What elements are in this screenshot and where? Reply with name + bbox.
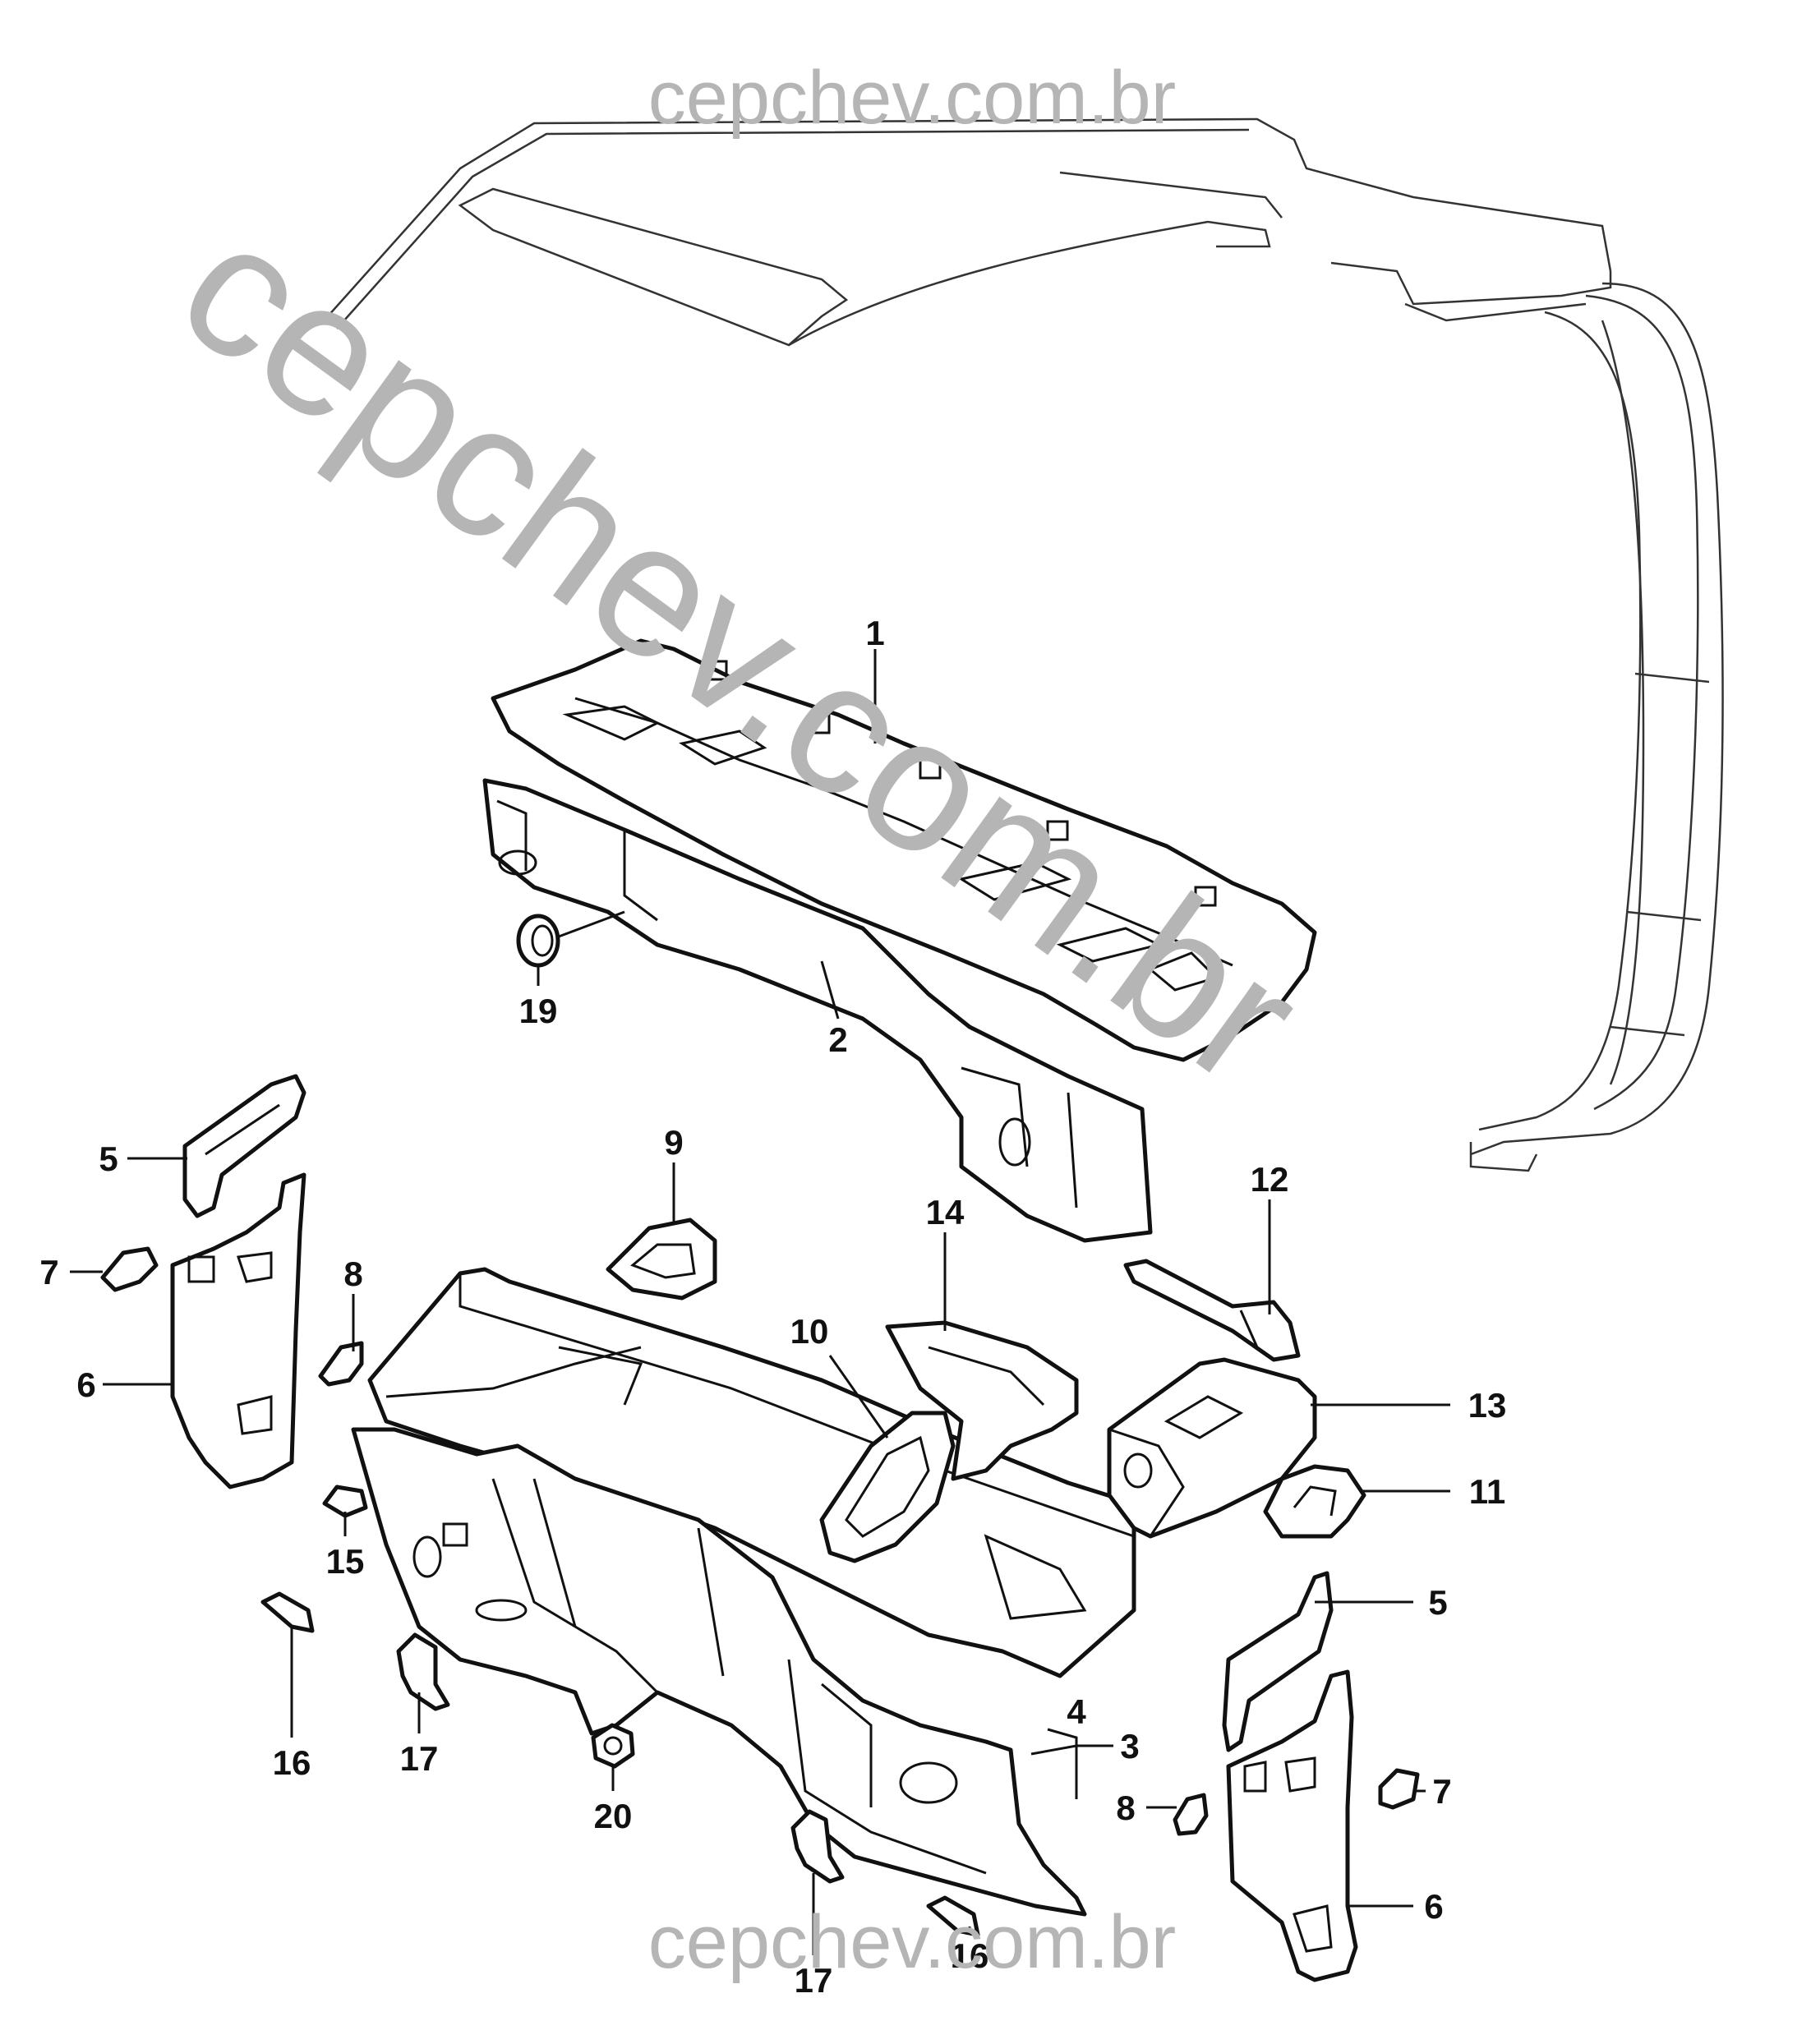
callout-5-left: 5 (99, 1139, 118, 1178)
leader-lines (70, 649, 1450, 1955)
callout-4: 4 (1067, 1692, 1086, 1731)
part-17-right-clip (790, 1809, 845, 1884)
part-8-right-clip (1173, 1793, 1209, 1836)
watermark-bottom: cepchev.com.br (648, 1900, 1177, 1984)
callout-17-left: 17 (400, 1739, 439, 1778)
part-20-nut (591, 1723, 635, 1769)
callout-9: 9 (664, 1123, 683, 1162)
watermark-top: cepchev.com.br (648, 56, 1177, 140)
part-17-left-clip (396, 1632, 450, 1711)
part-12-bracket (1123, 1259, 1301, 1362)
part-1-cowl-panel (491, 638, 1317, 1062)
callout-8-right: 8 (1116, 1788, 1135, 1827)
callout-8-left: 8 (343, 1254, 362, 1293)
callout-15: 15 (326, 1542, 365, 1581)
part-9-seal (606, 1218, 717, 1301)
body-shell-outline (320, 117, 1724, 1172)
callout-14: 14 (926, 1193, 965, 1231)
part-6-left-insulator (170, 1172, 306, 1489)
part-19-grommet (516, 910, 625, 968)
callout-20: 20 (594, 1797, 633, 1835)
part-7-right-clip (1378, 1768, 1420, 1810)
callout-19: 19 (519, 992, 558, 1030)
callout-5-right: 5 (1428, 1583, 1447, 1622)
part-5-right-pad (1222, 1571, 1334, 1752)
callout-13: 13 (1468, 1386, 1507, 1425)
callout-17-right: 17 (795, 1961, 833, 2000)
callout-16-right: 16 (951, 1936, 989, 1975)
callout-12: 12 (1251, 1160, 1289, 1199)
part-13-housing (1107, 1357, 1317, 1539)
part-11-grommet-plate (1263, 1464, 1366, 1539)
part-16-right-clip (926, 1895, 980, 1937)
callout-7-right: 7 (1432, 1772, 1451, 1811)
part-14-duct (885, 1320, 1079, 1481)
part-4-dash-lower-panel (367, 1267, 1136, 1678)
part-2-plenum-panel (482, 778, 1153, 1243)
callout-6-right: 6 (1424, 1887, 1443, 1926)
part-10-heater-seal (819, 1411, 956, 1563)
watermark-diagonal: cepchev.com.br (145, 178, 1337, 1125)
callout-16-left: 16 (273, 1743, 311, 1782)
callout-numbers: 1 2 3 4 5 5 6 6 7 7 8 8 9 10 11 12 13 14… (39, 614, 1506, 2000)
callout-6-left: 6 (76, 1365, 95, 1404)
part-3-dash-panel (351, 1427, 1087, 1917)
callout-7-left: 7 (39, 1253, 58, 1291)
part-15-plug (322, 1485, 368, 1518)
part-8-left-clip (318, 1341, 364, 1387)
part-5-left-pad (182, 1074, 306, 1218)
callout-3: 3 (1120, 1727, 1139, 1765)
callout-11: 11 (1469, 1472, 1505, 1511)
part-7-left-clip (100, 1246, 159, 1292)
part-16-left-clip (260, 1591, 315, 1633)
callout-1: 1 (865, 614, 884, 652)
callout-2: 2 (828, 1020, 847, 1059)
callout-10: 10 (790, 1312, 829, 1351)
